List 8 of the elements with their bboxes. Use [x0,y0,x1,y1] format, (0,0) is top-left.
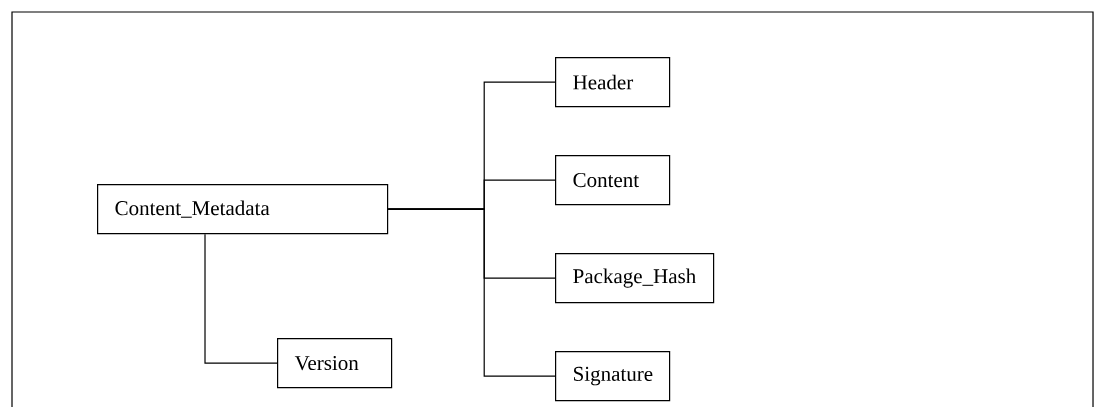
connector [204,233,278,364]
label-box: Signature [555,351,671,402]
label-box: Content [555,155,671,206]
label-box: Version [277,338,393,389]
label-box: Header [555,57,671,108]
label-box: Package_Hash [555,253,715,304]
label-box: Content_Metadata [97,184,389,235]
connector [387,208,556,377]
